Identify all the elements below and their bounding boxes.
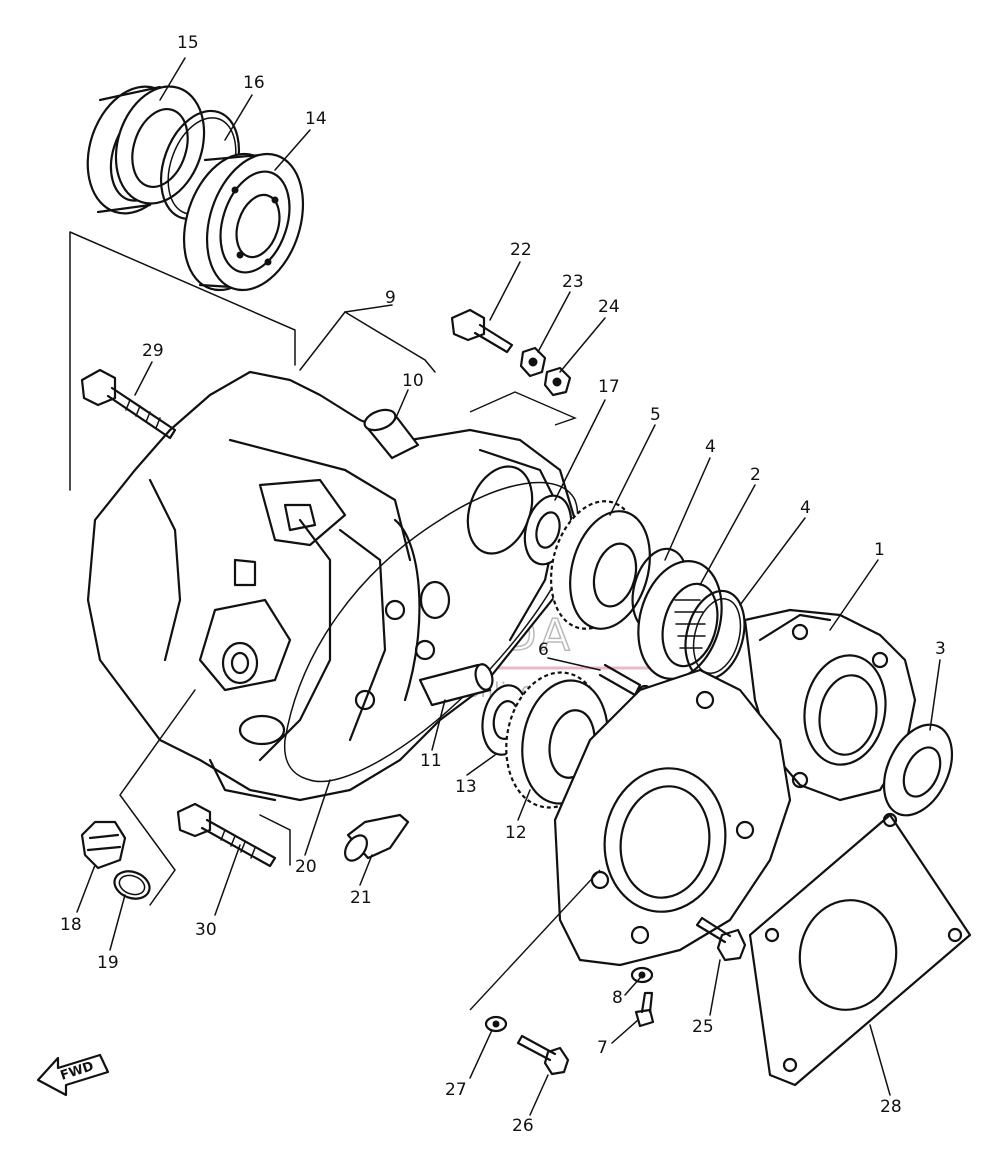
- part-21-dowel: [343, 813, 410, 862]
- part-29-bolt: [80, 368, 177, 440]
- part-23-nut: [519, 346, 547, 378]
- part-25-bolt: [695, 916, 747, 962]
- part-8-washer: [630, 966, 654, 984]
- callout-26: 26: [512, 1116, 534, 1136]
- part-3-seal: [882, 723, 954, 817]
- part-19-o-ring: [113, 870, 151, 900]
- callout-27: 27: [445, 1080, 467, 1100]
- callout-12: 12: [505, 823, 527, 843]
- callout-14: 14: [305, 109, 327, 129]
- bracket-22-24: [469, 391, 577, 426]
- callout-labels: 15 16 14 29 9 10 22 23 24 17 5 4 2 4 1 3…: [60, 33, 946, 1136]
- callout-21: 21: [350, 888, 372, 908]
- callout-2: 2: [750, 465, 761, 485]
- callout-20: 20: [295, 857, 317, 877]
- part-15-oil-seal: [86, 85, 206, 215]
- callout-16: 16: [243, 73, 265, 93]
- part-14-bearing: [182, 152, 305, 292]
- cover-plate: [553, 668, 792, 967]
- bracket-18-19: [119, 689, 196, 906]
- callout-4-a: 4: [705, 437, 716, 457]
- part-22-bolt: [450, 308, 514, 354]
- callout-13: 13: [455, 777, 477, 797]
- part-30-bolt: [176, 802, 277, 868]
- part-24-washer: [543, 366, 572, 397]
- bracket-30: [259, 814, 291, 866]
- callout-28: 28: [880, 1097, 902, 1117]
- part-11-shaft: [418, 663, 494, 707]
- callout-8: 8: [612, 988, 623, 1008]
- callout-15: 15: [177, 33, 199, 53]
- callout-17: 17: [598, 377, 620, 397]
- callout-5: 5: [650, 405, 661, 425]
- part-27-washer: [484, 1015, 508, 1033]
- callout-29: 29: [142, 341, 164, 361]
- part-5-gear: [549, 500, 651, 630]
- callout-19: 19: [97, 953, 119, 973]
- callout-6: 6: [538, 640, 549, 660]
- callout-18: 18: [60, 915, 82, 935]
- callout-4-b: 4: [800, 498, 811, 518]
- callout-7: 7: [597, 1038, 608, 1058]
- callout-23: 23: [562, 272, 584, 292]
- callout-25: 25: [692, 1017, 714, 1037]
- fwd-arrow-icon: FWD: [36, 1053, 110, 1097]
- callout-3: 3: [935, 639, 946, 659]
- part-10-dowel-pin: [363, 408, 420, 460]
- callout-30: 30: [195, 920, 217, 940]
- callout-1: 1: [874, 540, 885, 560]
- bracket-bearing: [69, 231, 296, 491]
- leader-lines: [76, 57, 941, 1116]
- part-28-gasket: [748, 812, 972, 1087]
- part-7-screw: [634, 991, 655, 1028]
- bracket-9: [299, 311, 436, 373]
- callout-10: 10: [402, 371, 424, 391]
- callout-22: 22: [510, 240, 532, 260]
- callout-24: 24: [598, 297, 620, 317]
- callout-11: 11: [420, 751, 442, 771]
- callout-9: 9: [385, 288, 396, 308]
- part-26-bolt: [516, 1034, 570, 1076]
- part-18-drain-plug: [80, 820, 127, 870]
- leader-27-plate: [469, 869, 601, 1011]
